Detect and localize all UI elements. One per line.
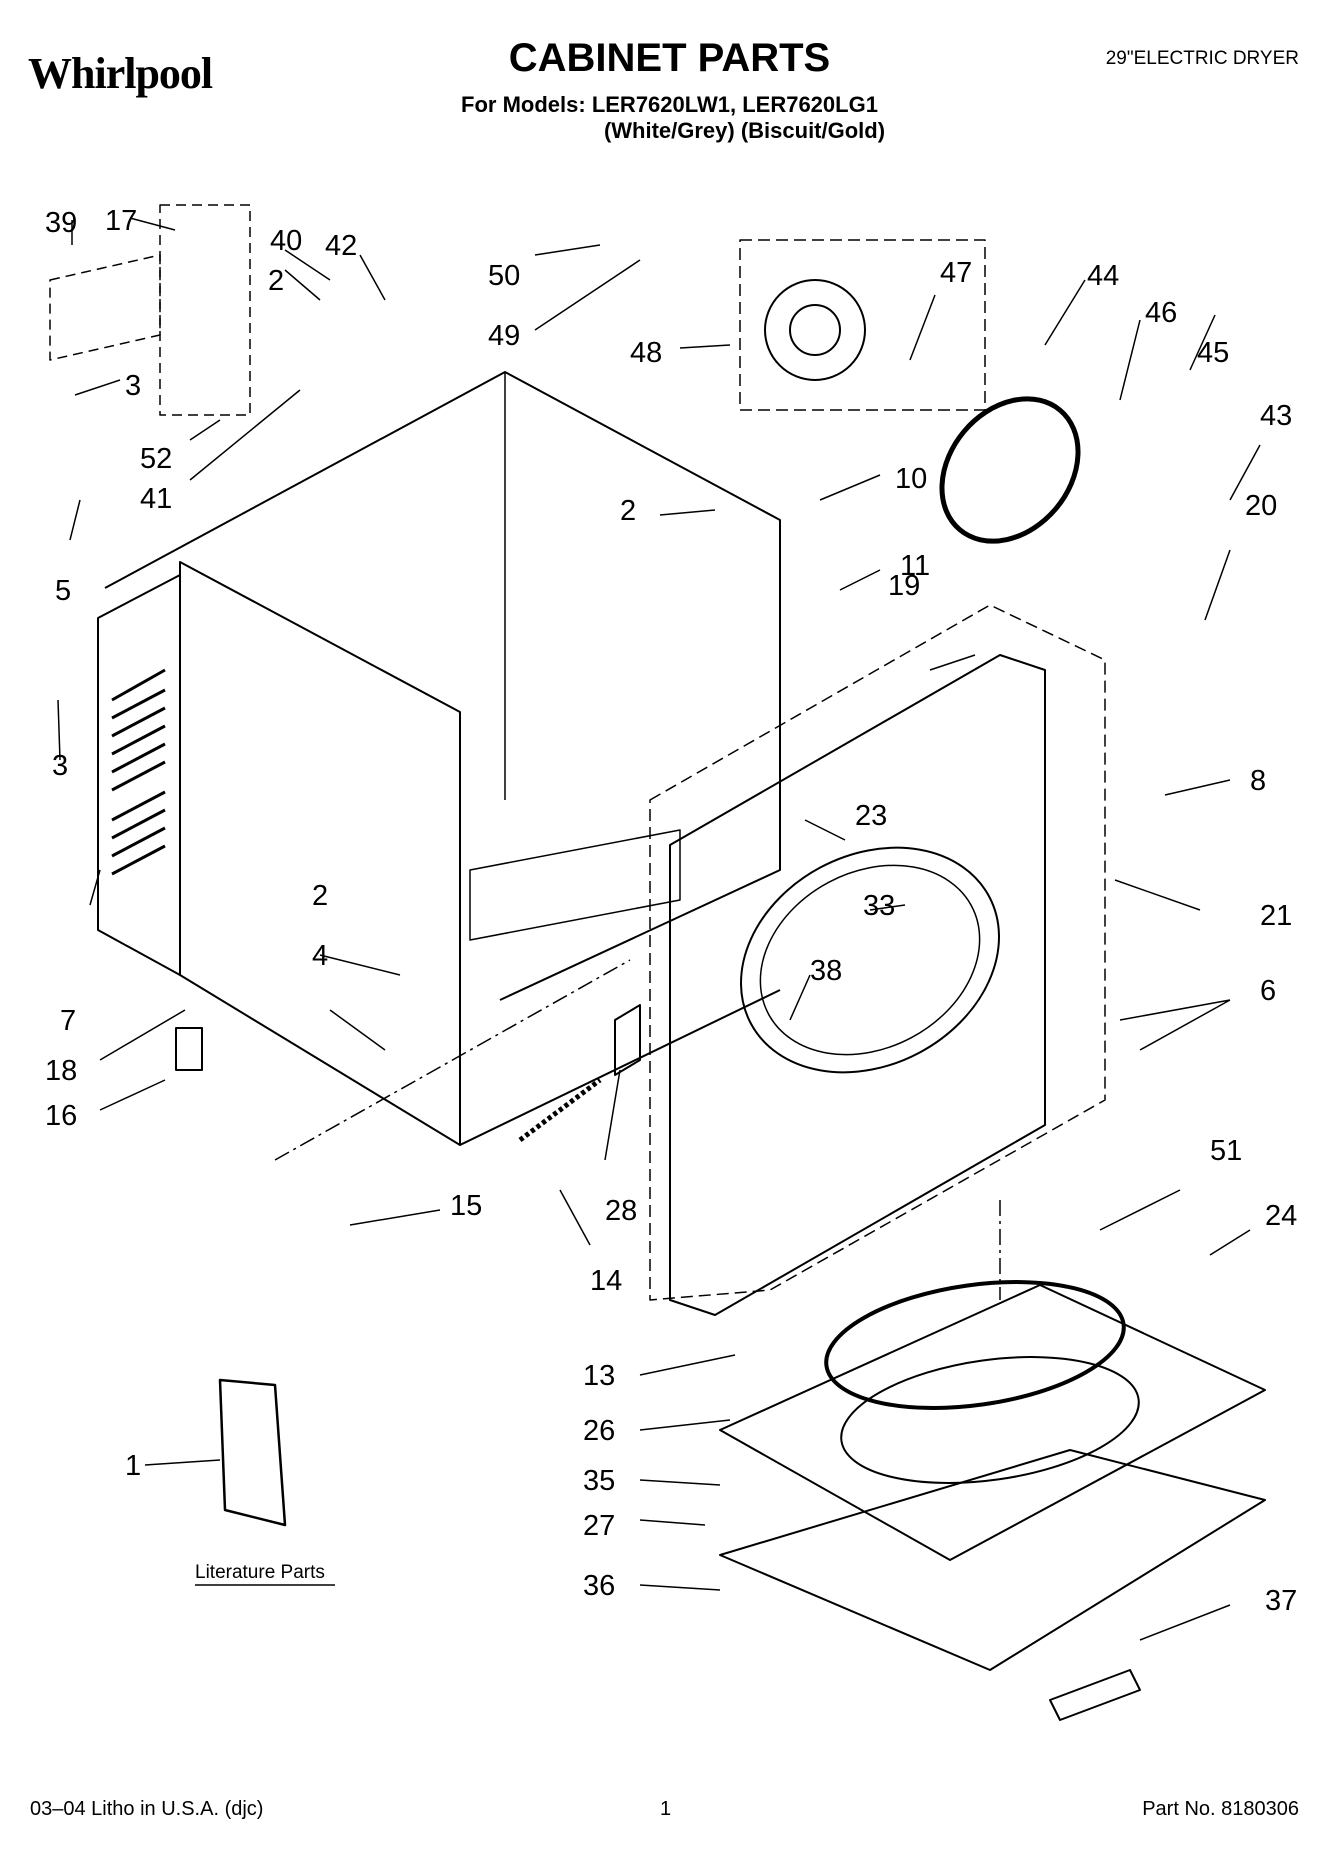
part-callout-19: 19	[888, 570, 920, 602]
product-type: 29"ELECTRIC DRYER	[1105, 48, 1299, 69]
part-callout-2: 2	[268, 265, 284, 297]
part-callout-3: 3	[52, 750, 68, 782]
part-callout-41: 41	[140, 483, 172, 515]
part-callout-49: 49	[488, 320, 520, 352]
part-callout-47: 47	[940, 257, 972, 289]
part-callout-52: 52	[140, 443, 172, 475]
part-callout-46: 46	[1145, 297, 1177, 329]
part-callout-16: 16	[45, 1100, 77, 1132]
part-callout-44: 44	[1087, 260, 1119, 292]
part-callout-10: 10	[895, 463, 927, 495]
part-callout-23: 23	[855, 800, 887, 832]
part-callout-43: 43	[1260, 400, 1292, 432]
part-callout-15: 15	[450, 1190, 482, 1222]
colors-line: (White/Grey) (Biscuit/Gold)	[603, 118, 886, 143]
part-callout-17: 17	[105, 205, 137, 237]
part-callout-27: 27	[583, 1510, 615, 1542]
door-hinge	[614, 1004, 641, 1076]
footer-page-number: 1	[660, 1798, 672, 1820]
part-callout-2: 2	[312, 880, 328, 912]
part-callout-36: 36	[583, 1570, 615, 1602]
whirlpool-logo: Whirlpool	[28, 49, 213, 98]
part-callout-21: 21	[1260, 900, 1292, 932]
front-panel	[669, 654, 1046, 1316]
part-callout-4: 4	[312, 940, 328, 972]
literature-caption: Literature Parts	[195, 1562, 325, 1583]
part-callout-8: 8	[1250, 765, 1266, 797]
part-callout-24: 24	[1265, 1200, 1297, 1232]
part-callout-28: 28	[605, 1195, 637, 1227]
left-side-panel	[179, 561, 461, 1146]
part-callout-2: 2	[620, 495, 636, 527]
part-callout-48: 48	[630, 337, 662, 369]
part-callout-6: 6	[1260, 975, 1276, 1007]
part-callout-33: 33	[863, 890, 895, 922]
part-callout-5: 5	[55, 575, 71, 607]
part-callout-39: 39	[45, 207, 77, 239]
part-callout-37: 37	[1265, 1585, 1297, 1617]
rear-vent-panel	[97, 574, 181, 976]
footer-part-number: Part No. 8180306	[1142, 1798, 1299, 1820]
drive-belt	[939, 396, 1081, 544]
leveling-leg	[175, 1027, 203, 1071]
part-callout-13: 13	[583, 1360, 615, 1392]
motor	[764, 279, 866, 381]
literature-booklet	[218, 1378, 287, 1527]
door-opening	[740, 846, 1000, 1074]
footer-litho: 03–04 Litho in U.S.A. (djc)	[30, 1798, 264, 1820]
top-panel	[719, 1284, 1266, 1561]
door-spring	[518, 1078, 602, 1142]
part-callout-26: 26	[583, 1415, 615, 1447]
part-callout-3: 3	[125, 370, 141, 402]
part-callout-40: 40	[270, 225, 302, 257]
part-callout-51: 51	[1210, 1135, 1242, 1167]
part-callout-1: 1	[125, 1450, 141, 1482]
part-callout-45: 45	[1197, 337, 1229, 369]
part-callout-11: 11	[900, 550, 930, 582]
bulkhead-outline	[649, 604, 1106, 1301]
part-callout-42: 42	[325, 230, 357, 262]
page-title: CABINET PARTS	[508, 36, 831, 80]
part-callout-18: 18	[45, 1055, 77, 1087]
models-block: For Models: LER7620LW1, LER7620LG1 (Whit…	[0, 92, 1339, 144]
models-line: For Models: LER7620LW1, LER7620LG1	[461, 92, 878, 117]
part-callout-14: 14	[590, 1265, 622, 1297]
door-ring	[824, 1280, 1126, 1410]
part-callout-7: 7	[60, 1005, 76, 1037]
part-callout-20: 20	[1245, 490, 1277, 522]
rear-panel	[104, 371, 781, 1001]
console-frame	[719, 1449, 1266, 1671]
part-callout-38: 38	[810, 955, 842, 987]
part-callout-35: 35	[583, 1465, 615, 1497]
part-callout-50: 50	[488, 260, 520, 292]
